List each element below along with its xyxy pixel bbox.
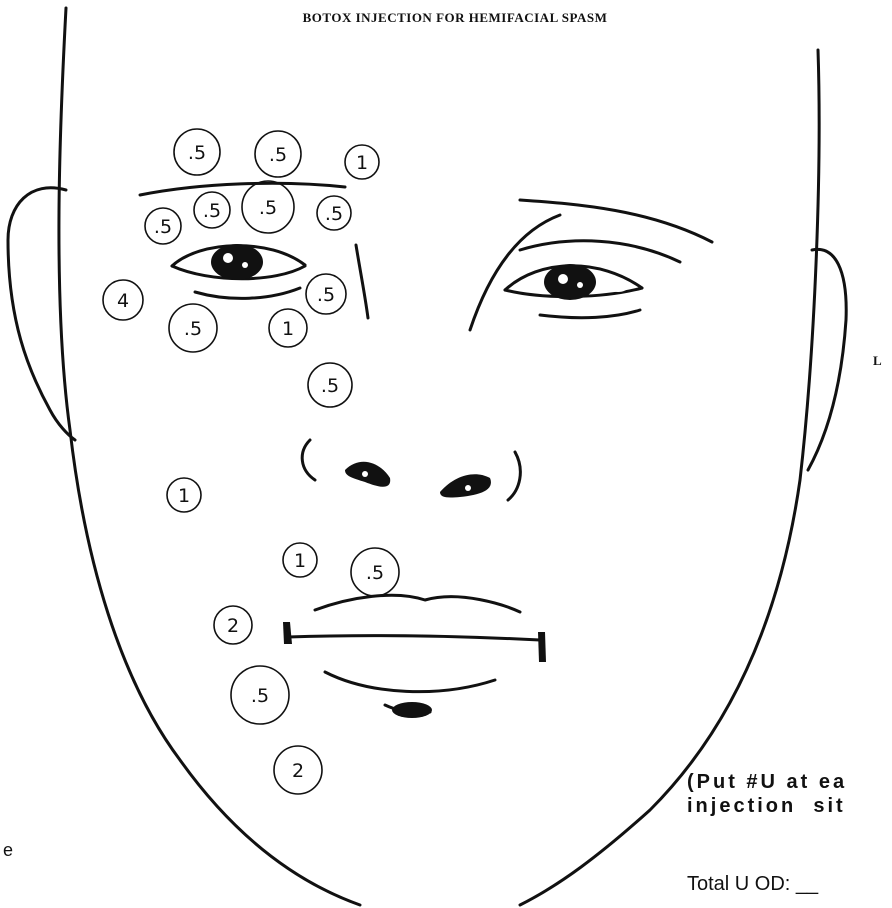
edge-mark: e (3, 840, 13, 861)
injection-site-dose: .5 (269, 144, 287, 166)
injection-site-dose: .5 (317, 284, 335, 306)
injection-site-dose: .5 (184, 318, 202, 340)
mouth-corner-right (538, 632, 546, 662)
side-label: L (873, 353, 882, 369)
total-label: Total U OD: (687, 873, 790, 895)
injection-site-dose: 2 (227, 615, 239, 637)
instruction-line-1: (Put #U at ea (687, 771, 847, 793)
right-eye-crease (195, 288, 300, 298)
face-outline-left (59, 8, 360, 905)
chin-dimple (392, 702, 432, 718)
upper-lip (315, 595, 520, 612)
injection-sites: .5 .5 1 .5 .5 .5 .5 4 .5 .5 1 .5 1 1 .5 2 .5 2 (103, 129, 399, 794)
total-units-od: Total U OD: __ (687, 873, 892, 896)
right-iris (211, 244, 263, 280)
injection-site-dose: .5 (321, 375, 339, 397)
left-nostril (440, 474, 491, 497)
injection-site-dose: 1 (178, 485, 190, 507)
injection-site-dose: .5 (366, 562, 384, 584)
nose-left-wing (302, 440, 315, 480)
injection-site-dose: 1 (356, 152, 368, 174)
injection-site-dose: 1 (282, 318, 294, 340)
right-brow (140, 183, 345, 195)
left-eye-upper-crease (520, 241, 680, 262)
total-blank: __ (796, 873, 818, 895)
injection-site-dose: .5 (251, 685, 269, 707)
injection-site-dose: .5 (188, 142, 206, 164)
left-ear (8, 188, 75, 440)
injection-site-dose: 1 (294, 550, 306, 572)
mouth-line (288, 636, 540, 640)
injection-site-dose: 4 (117, 290, 129, 312)
instruction-note: (Put #U at ea injection sit (687, 770, 892, 818)
left-brow-lower (470, 215, 560, 330)
mouth-corner-left (283, 622, 292, 644)
injection-site-dose: .5 (203, 200, 221, 222)
injection-site-dose: .5 (259, 197, 277, 219)
injection-site-dose: 2 (292, 760, 304, 782)
left-eye-lower-crease (540, 310, 640, 318)
left-iris (544, 264, 596, 300)
injection-site-dose: .5 (325, 203, 343, 225)
nose-bridge-right (356, 245, 368, 318)
lower-lip (325, 672, 495, 692)
nose-right-wing (508, 452, 520, 500)
instruction-line-2: injection sit (687, 795, 846, 817)
injection-site-dose: .5 (154, 216, 172, 238)
